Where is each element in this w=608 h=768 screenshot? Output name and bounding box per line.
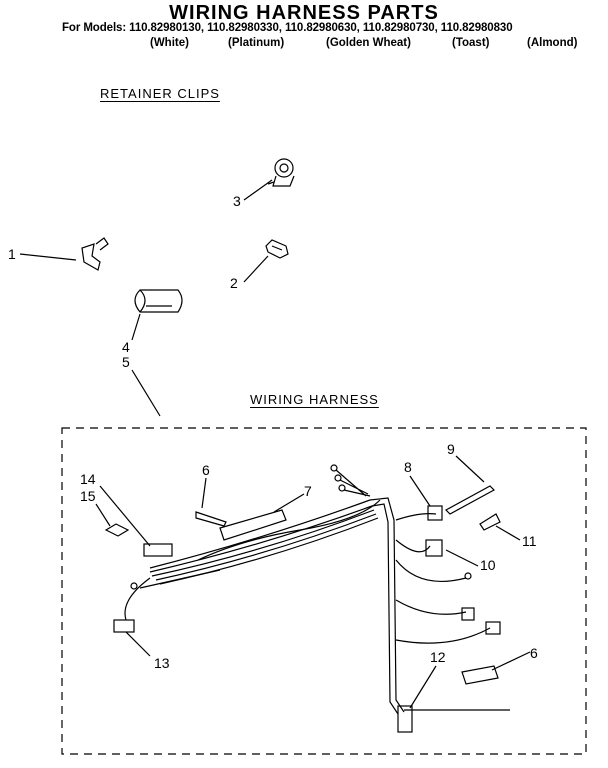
- connector-right-a: [461, 607, 475, 621]
- leader-9: [455, 455, 485, 483]
- terminal-9: [445, 485, 495, 515]
- callout-12: 12: [430, 649, 446, 665]
- color-almond: (Almond): [527, 37, 578, 49]
- callout-14: 14: [80, 471, 96, 487]
- connector-13: [113, 619, 135, 633]
- retainer-clip-4: [134, 289, 183, 313]
- callout-5: 5: [122, 354, 130, 370]
- leader-5: [131, 369, 161, 417]
- leader-10: [445, 549, 479, 567]
- callout-15: 15: [80, 488, 96, 504]
- connector-10: [425, 539, 443, 557]
- color-golden-wheat: (Golden Wheat): [326, 37, 411, 49]
- callout-3: 3: [233, 193, 241, 209]
- callout-8: 8: [404, 459, 412, 475]
- callout-2: 2: [230, 275, 238, 291]
- color-white: (White): [150, 37, 189, 49]
- leader-12: [409, 665, 437, 709]
- color-platinum: (Platinum): [228, 37, 285, 49]
- retainer-clips-heading: RETAINER CLIPS: [100, 86, 220, 101]
- leader-2: [243, 255, 269, 283]
- terminal-6-lower: [461, 665, 499, 685]
- callout-9: 9: [447, 441, 455, 457]
- page-title: WIRING HARNESS PARTS: [169, 2, 439, 24]
- callout-13: 13: [154, 655, 170, 671]
- terminal-11: [479, 513, 501, 531]
- leader-4: [131, 313, 141, 341]
- connector-14: [143, 543, 173, 557]
- connector-right-b: [485, 621, 501, 635]
- callout-6-lower: 6: [530, 645, 538, 661]
- callout-4: 4: [122, 339, 130, 355]
- retainer-clip-2: [265, 239, 289, 259]
- callout-1: 1: [8, 246, 16, 262]
- leader-3: [243, 179, 273, 201]
- leader-8: [409, 475, 431, 507]
- callout-11: 11: [522, 533, 537, 549]
- wiring-harness-heading: WIRING HARNESS: [250, 392, 379, 407]
- leader-13: [125, 631, 151, 657]
- terminal-15: [104, 523, 130, 537]
- callout-7: 7: [304, 483, 312, 499]
- connector-12: [397, 705, 413, 733]
- connector-8: [427, 505, 443, 521]
- retainer-clip-1: [81, 237, 109, 271]
- harness-boundary: [61, 427, 587, 755]
- leader-6b: [491, 651, 531, 671]
- models-line: For Models: 110.82980130, 110.82980330, …: [62, 22, 513, 34]
- leader-6a: [201, 477, 207, 509]
- color-toast: (Toast): [452, 37, 490, 49]
- terminal-6-upper: [195, 511, 227, 527]
- leader-11: [495, 525, 521, 541]
- sleeve-7: [219, 509, 287, 541]
- leader-15: [95, 503, 111, 527]
- callout-6-upper: 6: [202, 462, 210, 478]
- leader-7: [273, 493, 305, 513]
- leader-1: [19, 253, 77, 261]
- callout-10: 10: [480, 557, 496, 573]
- retainer-clip-3: [267, 158, 295, 187]
- harness-bundle: [124, 464, 510, 715]
- leader-14: [99, 485, 151, 547]
